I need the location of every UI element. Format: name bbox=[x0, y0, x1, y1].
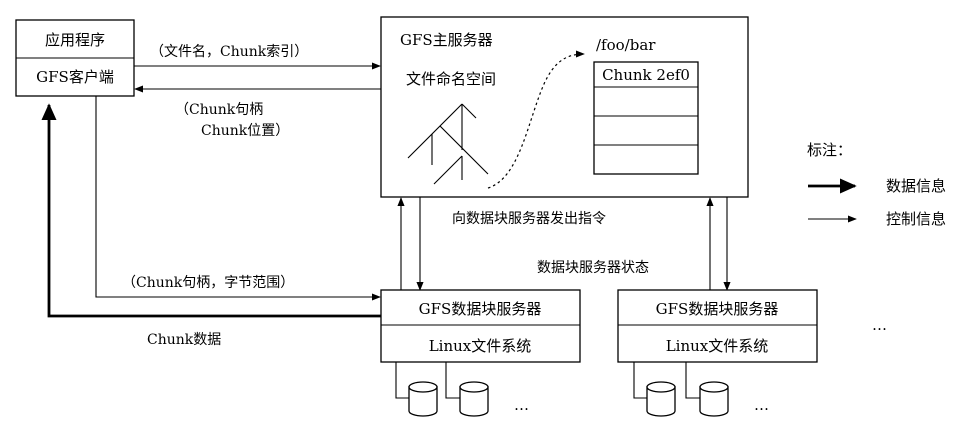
client-box: 应用程序 GFS客户端 bbox=[15, 19, 135, 97]
chunkserver-2-title: GFS数据块服务器 bbox=[656, 300, 779, 318]
chunk-handle-label: Chunk 2ef0 bbox=[602, 66, 690, 84]
request-label: （文件名，Chunk索引） bbox=[150, 43, 308, 60]
disk-icon bbox=[699, 381, 729, 417]
chunkserver-2-fs: Linux文件系统 bbox=[666, 337, 769, 355]
disk-icon bbox=[408, 381, 438, 417]
chunk-data-label: Chunk数据 bbox=[147, 332, 221, 348]
disk-ellipsis: … bbox=[514, 396, 529, 414]
chunkserver-2: GFS数据块服务器 Linux文件系统 … bbox=[617, 289, 818, 417]
master-title: GFS主服务器 bbox=[400, 31, 493, 49]
chunkserver-state-label: 数据块服务器状态 bbox=[537, 260, 649, 276]
legend-data-label: 数据信息 bbox=[886, 177, 946, 195]
chunkserver-1: GFS数据块服务器 Linux文件系统 … bbox=[380, 289, 581, 417]
namespace-label: 文件命名空间 bbox=[406, 70, 496, 88]
chunk-request-label: （Chunk句柄，字节范围） bbox=[122, 274, 294, 291]
more-chunkservers-ellipsis: … bbox=[872, 316, 887, 334]
namespace-tree-icon bbox=[407, 103, 489, 185]
chunk-table: Chunk 2ef0 bbox=[593, 61, 699, 175]
chunk-data-arrow bbox=[41, 103, 381, 318]
reply-label-line1: （Chunk句柄 bbox=[175, 102, 263, 118]
chunkserver-1-title: GFS数据块服务器 bbox=[419, 300, 542, 318]
master-box: GFS主服务器 文件命名空间 /foo/bar Chunk 2ef0 bbox=[380, 16, 749, 198]
lookup-curve bbox=[487, 50, 585, 189]
disk-icon bbox=[459, 381, 489, 417]
app-label: 应用程序 bbox=[45, 31, 105, 49]
disk-icon bbox=[646, 381, 676, 417]
reply-label-line2: Chunk位置） bbox=[201, 123, 289, 139]
chunk-request-arrow bbox=[95, 96, 381, 301]
disk-ellipsis: … bbox=[754, 396, 769, 414]
instructions-label: 向数据块服务器发出指令 bbox=[452, 211, 606, 227]
legend-control-label: 控制信息 bbox=[886, 210, 946, 228]
client-label: GFS客户端 bbox=[36, 68, 114, 86]
chunkserver-1-fs: Linux文件系统 bbox=[429, 337, 532, 355]
legend: 标注： 数据信息 控制信息 bbox=[807, 141, 946, 228]
legend-title: 标注： bbox=[807, 141, 852, 159]
path-label: /foo/bar bbox=[596, 36, 656, 54]
